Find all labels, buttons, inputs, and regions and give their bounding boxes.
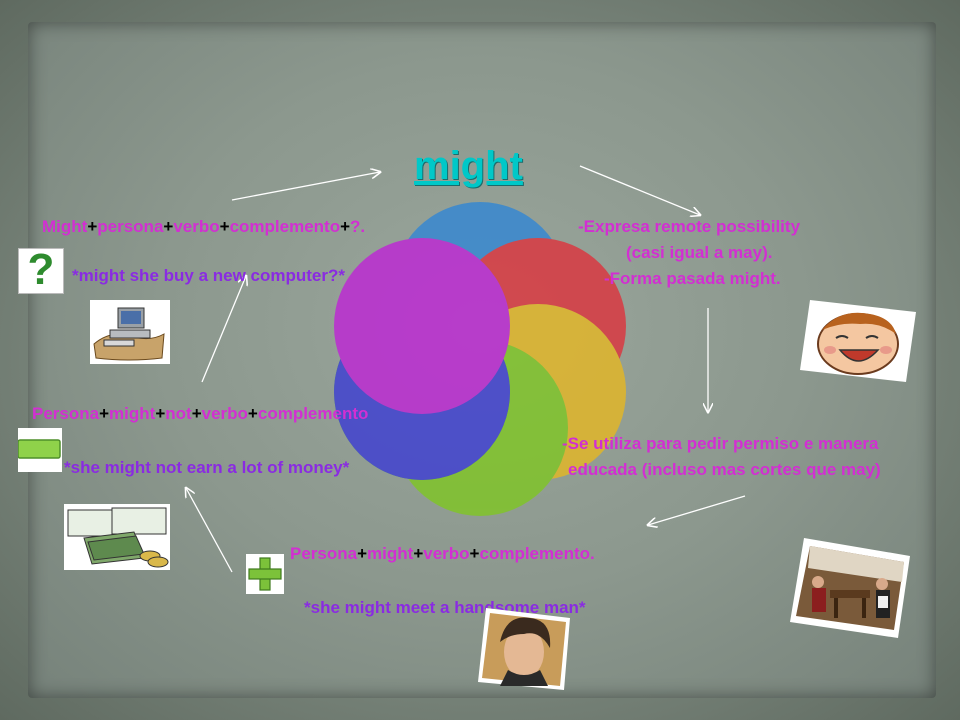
formula-plus: + — [191, 404, 202, 423]
money-clipart — [64, 504, 170, 570]
formula-part: not — [165, 404, 192, 423]
formula-plus: + — [87, 217, 98, 236]
left-example: *she might not earn a lot of money* — [64, 458, 350, 477]
formula-part: Persona — [290, 544, 358, 563]
formula-plus: + — [155, 404, 166, 423]
left-formula: Persona+might+not+verbo+complemento — [32, 404, 368, 424]
formula-plus: + — [99, 404, 110, 423]
arrow-left-to-top-left — [201, 276, 246, 383]
right-line-2: educada (incluso mas cortes que may) — [568, 460, 881, 479]
computer-clipart — [90, 300, 170, 364]
arrow-top-left-to-title — [231, 172, 380, 201]
arrow-bottom-to-left — [186, 488, 233, 573]
top-left-formula: Might+persona+verbo+complemento+?. — [42, 217, 365, 237]
formula-part: might — [109, 404, 156, 423]
formula-part: Might — [42, 217, 88, 236]
arrow-title-to-right — [579, 165, 700, 215]
formula-plus: + — [340, 217, 351, 236]
formula-plus: + — [357, 544, 368, 563]
petal-magenta — [334, 238, 510, 414]
bottom-formula: Persona+might+verbo+complemento. — [290, 544, 595, 564]
minus-icon — [18, 428, 62, 472]
formula-part: Persona — [32, 404, 100, 423]
top-right-line-2: (casi igual a may). — [626, 243, 773, 262]
formula-part: complemento. — [479, 544, 595, 563]
man-photo — [478, 608, 570, 690]
formula-part: persona — [97, 217, 164, 236]
formula-plus: + — [247, 404, 258, 423]
top-right-line-1: -Expresa remote possibility — [578, 217, 801, 236]
formula-plus: + — [469, 544, 480, 563]
question-mark-icon: ? — [18, 245, 64, 294]
formula-plus: + — [413, 544, 424, 563]
arrow-right-to-bottom — [648, 495, 746, 525]
formula-plus: + — [219, 217, 230, 236]
formula-part: verbo — [173, 217, 220, 236]
plus-icon — [246, 554, 284, 594]
laughing-face-clipart — [800, 300, 916, 382]
top-left-example: *might she buy a new computer?* — [72, 266, 345, 285]
top-right-line-3: -Forma pasada might. — [604, 269, 781, 288]
slide-title: might — [414, 144, 523, 188]
formula-part: might — [367, 544, 414, 563]
right-line-1: -Se utiliza para pedir permiso e manera — [562, 434, 879, 453]
formula-part: complemento — [229, 217, 341, 236]
formula-plus: + — [163, 217, 174, 236]
formula-part: complemento — [257, 404, 369, 423]
question-mark-glyph: ? — [27, 245, 55, 294]
formula-part: verbo — [201, 404, 248, 423]
formula-part: ?. — [350, 217, 366, 236]
scene-photo — [790, 538, 910, 638]
formula-part: verbo — [423, 544, 470, 563]
